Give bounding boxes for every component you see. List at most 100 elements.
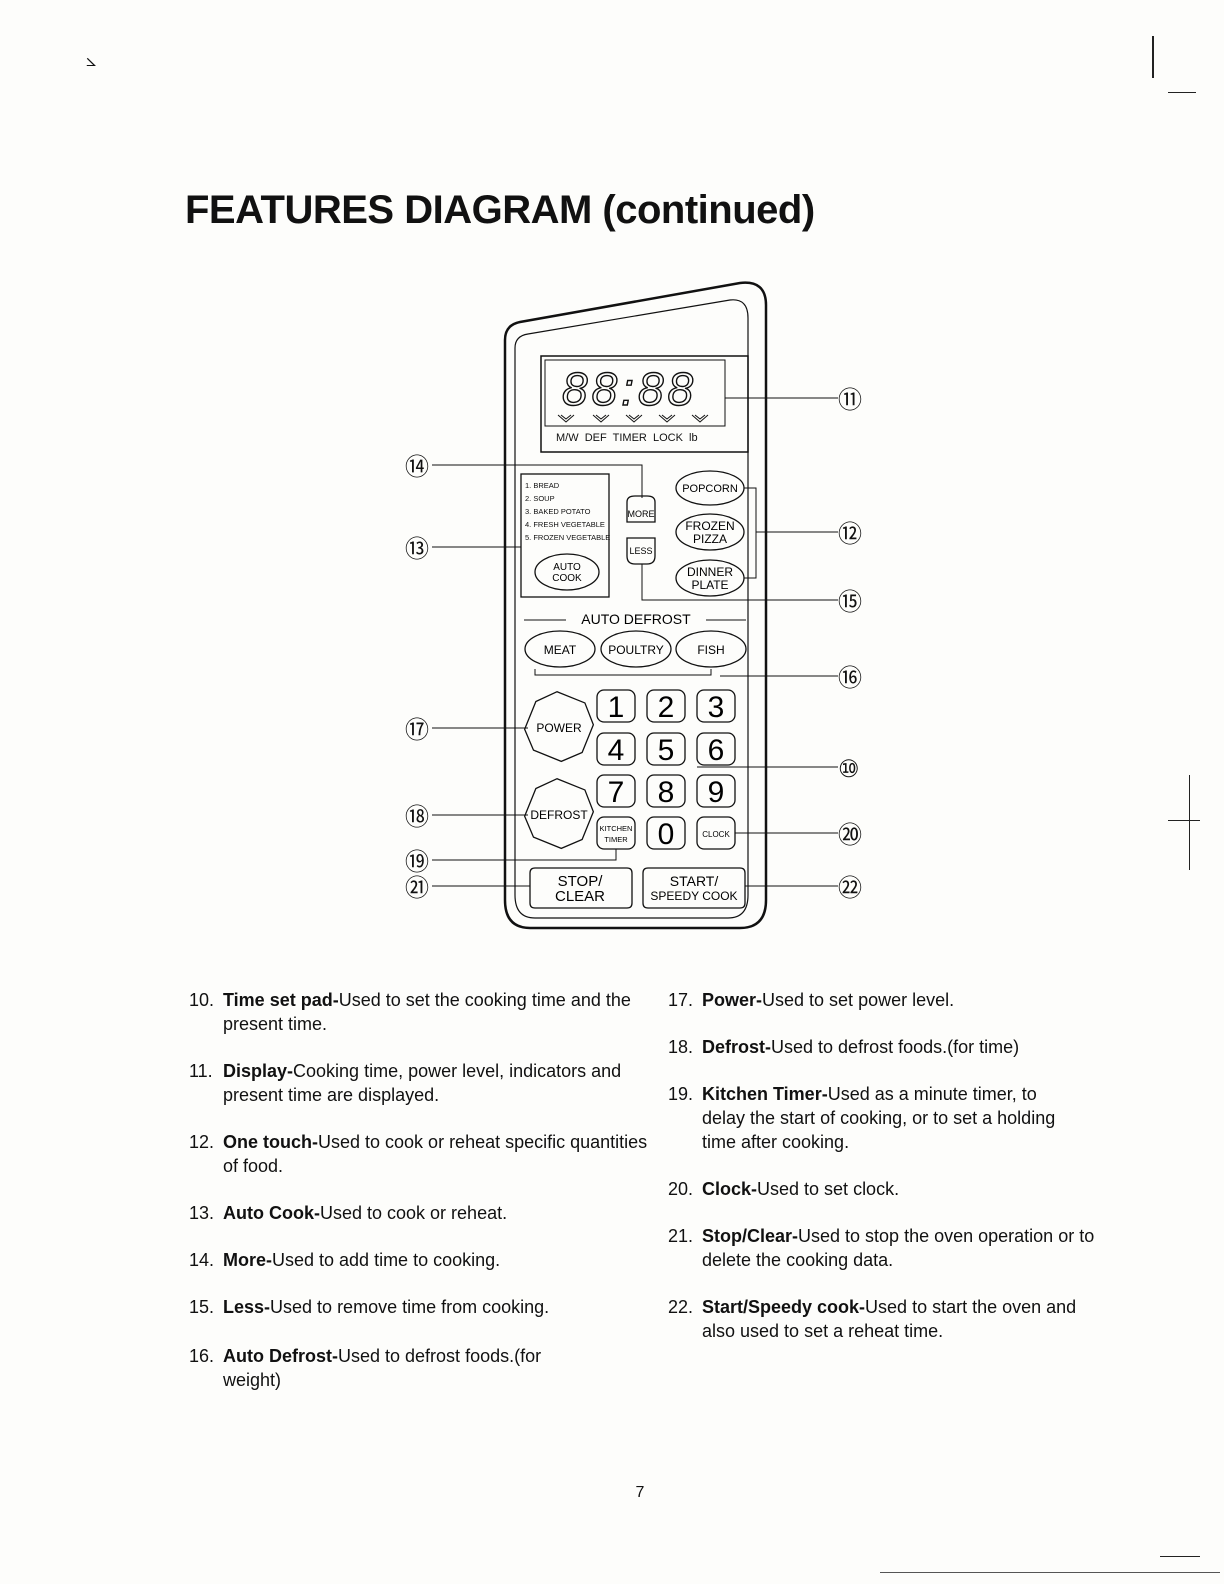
svg-text:PLATE: PLATE: [691, 578, 728, 592]
svg-text:5: 5: [658, 734, 675, 767]
description-item: 15. Less-Used to remove time from cookin…: [189, 1295, 649, 1319]
callout-15: ⑮: [838, 589, 862, 616]
item-number: 20.: [668, 1179, 694, 1199]
item-number: 16.: [189, 1346, 215, 1366]
auto-defrost-bracket: [534, 669, 712, 676]
digit-key[interactable]: 2: [646, 689, 686, 724]
item-text: Used to set the cooking time and the pre…: [223, 990, 631, 1034]
fish-button[interactable]: FISH: [675, 630, 747, 668]
svg-text:MORE: MORE: [628, 509, 655, 519]
description-item: 22. Start/Speedy cook-Used to start the …: [668, 1295, 1108, 1343]
kitchen-timer-button[interactable]: KITCHEN TIMER: [596, 816, 636, 850]
digit-key[interactable]: 7: [596, 774, 636, 809]
menu-item: 2. SOUP: [525, 494, 555, 503]
svg-text:CLEAR: CLEAR: [555, 888, 605, 905]
callout-21: ㉑: [405, 875, 429, 902]
svg-text:LESS: LESS: [629, 546, 652, 556]
item-text: Used to stop the oven operation or to de…: [702, 1226, 1095, 1270]
crop-mark-top-right-vertical: [1152, 36, 1154, 78]
auto-defrost-label: AUTO DEFROST: [581, 611, 691, 627]
digit-key[interactable]: 1: [596, 689, 636, 724]
item-number: 13.: [189, 1203, 215, 1223]
item-number: 22.: [668, 1297, 694, 1317]
item-number: 21.: [668, 1226, 694, 1246]
crop-mark-top-right-horizontal: [1168, 92, 1196, 93]
item-term: Less-: [223, 1297, 271, 1317]
poultry-button[interactable]: POULTRY: [600, 630, 672, 668]
page-number: 7: [635, 1484, 645, 1501]
description-item: 21. Stop/Clear-Used to stop the oven ope…: [668, 1224, 1108, 1272]
item-text: Used to remove time from cooking.: [270, 1297, 550, 1317]
registration-mark-horizontal: [1168, 820, 1200, 821]
popcorn-button[interactable]: POPCORN: [675, 470, 745, 506]
svg-text:FROZEN: FROZEN: [685, 519, 734, 533]
svg-text:7: 7: [608, 776, 625, 809]
item-number: 17.: [668, 990, 694, 1010]
item-number: 14.: [189, 1250, 215, 1270]
svg-text:8: 8: [658, 776, 675, 809]
svg-text:PIZZA: PIZZA: [693, 532, 727, 546]
svg-text:1: 1: [608, 691, 625, 724]
time-set-pad: 1 2 3 4 5 6 7 8 9 0: [596, 689, 736, 851]
callout-22: ㉒: [838, 875, 862, 902]
item-term: More-: [223, 1250, 272, 1270]
start-speedy-cook-button[interactable]: START/ SPEEDY COOK: [642, 867, 746, 909]
svg-text:STOP/: STOP/: [558, 873, 604, 890]
frozen-pizza-button[interactable]: FROZEN PIZZA: [675, 513, 745, 551]
svg-text:CLOCK: CLOCK: [702, 830, 730, 839]
digit-key[interactable]: 9: [696, 774, 736, 809]
digit-key[interactable]: 8: [646, 774, 686, 809]
auto-cook-button[interactable]: AUTO COOK: [534, 553, 600, 591]
svg-text:FISH: FISH: [697, 643, 724, 657]
item-text: Used to start the oven and also used to …: [702, 1297, 1077, 1341]
power-button[interactable]: POWER: [519, 686, 600, 768]
svg-text:MEAT: MEAT: [544, 643, 577, 657]
item-number: 18.: [668, 1037, 694, 1057]
description-item: 19. Kitchen Timer-Used as a minute timer…: [668, 1082, 1108, 1154]
defrost-button[interactable]: DEFROST: [519, 773, 600, 855]
clock-button[interactable]: CLOCK: [696, 816, 736, 850]
panel-outline: [503, 281, 768, 930]
digit-key[interactable]: 4: [596, 732, 636, 767]
svg-text:POPCORN: POPCORN: [682, 483, 738, 495]
svg-text:DEFROST: DEFROST: [530, 808, 588, 822]
svg-text:2: 2: [658, 691, 675, 724]
item-text: Used to cook or reheat specific quantiti…: [223, 1132, 648, 1176]
digit-key[interactable]: 3: [696, 689, 736, 724]
svg-text:START/: START/: [670, 873, 719, 889]
meat-button[interactable]: MEAT: [524, 630, 596, 668]
digit-key[interactable]: 6: [696, 732, 736, 767]
description-item: 17. Power-Used to set power level.: [668, 988, 1108, 1012]
svg-text:3: 3: [708, 691, 725, 724]
item-text: Used to add time to cooking.: [272, 1250, 501, 1270]
description-item: 20. Clock-Used to set clock.: [668, 1177, 1108, 1201]
item-number: 10.: [189, 990, 215, 1010]
stop-clear-button[interactable]: STOP/ CLEAR: [529, 867, 633, 909]
item-text: Cooking time, power level, indicators an…: [223, 1061, 622, 1105]
svg-text:TIMER: TIMER: [604, 835, 628, 844]
dinner-plate-button[interactable]: DINNER PLATE: [675, 559, 745, 597]
callout-12: ⑫: [838, 521, 862, 548]
item-text: Used to defrost foods.(for time): [771, 1037, 1020, 1057]
one-touch-bracket: [744, 487, 757, 579]
item-text: Used to set clock.: [757, 1179, 900, 1199]
auto-cook-menu-list: 1. BREAD 2. SOUP 3. BAKED POTATO 4. FRES…: [525, 481, 610, 542]
item-text: Used to defrost foods.(for weight): [223, 1346, 542, 1390]
item-term: Start/Speedy cook-: [702, 1297, 866, 1317]
item-term: Power-: [702, 990, 763, 1010]
description-item: 11. Display-Cooking time, power level, i…: [189, 1059, 649, 1107]
description-item: 14. More-Used to add time to cooking.: [189, 1248, 649, 1272]
menu-item: 4. FRESH VEGETABLE: [525, 520, 605, 529]
crop-mark-bottom-right: [1160, 1556, 1200, 1557]
digit-key[interactable]: 5: [646, 732, 686, 767]
item-term: Kitchen Timer-: [702, 1084, 828, 1104]
callout-numbers: ⑩ ⑪ ⑫ ⑬ ⑭ ⑮ ⑯ ⑰ ⑱ ⑲ ⑳ ㉑ ㉒: [405, 387, 862, 902]
svg-text:POWER: POWER: [536, 721, 582, 735]
more-button[interactable]: MORE: [626, 495, 656, 523]
callout-16: ⑯: [838, 665, 862, 692]
digit-key[interactable]: 0: [646, 816, 686, 851]
less-button[interactable]: LESS: [626, 537, 656, 565]
item-term: Auto Defrost-: [223, 1346, 338, 1366]
description-item: 18. Defrost-Used to defrost foods.(for t…: [668, 1035, 1108, 1059]
registration-mark-vertical: [1189, 775, 1190, 870]
